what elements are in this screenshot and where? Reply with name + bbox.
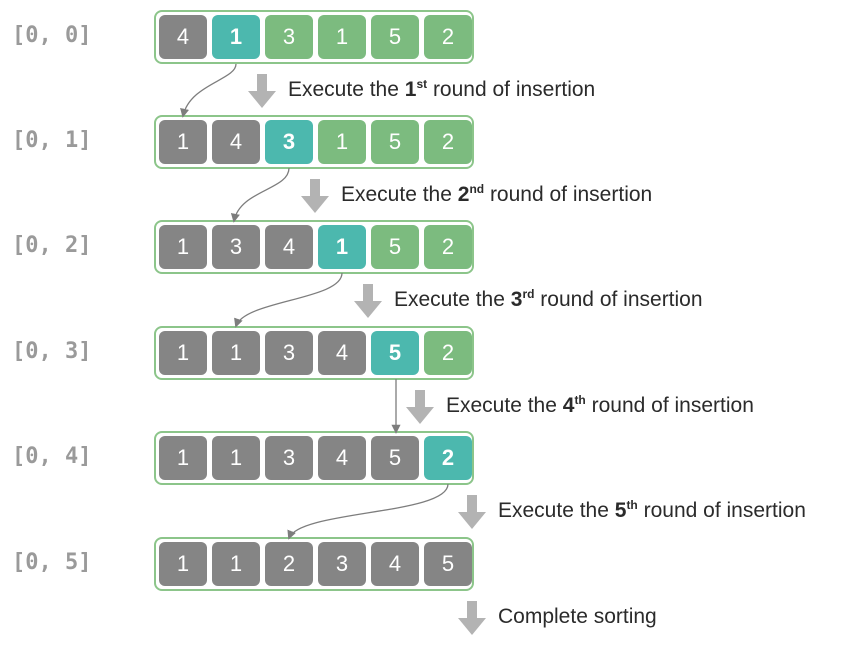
array-cell: 3 xyxy=(212,225,260,269)
range-label: [0, 3] xyxy=(12,339,92,364)
array-cell: 1 xyxy=(212,15,260,59)
step-caption-prefix: Execute the xyxy=(446,394,563,417)
array-cell: 4 xyxy=(371,542,419,586)
array-cell: 1 xyxy=(212,436,260,480)
insertion-curve-arrow-icon xyxy=(230,167,290,223)
array-cell: 1 xyxy=(212,542,260,586)
step-caption-prefix: Execute the xyxy=(394,288,511,311)
step-round-number: 1 xyxy=(404,78,417,101)
step-caption: Execute the 2nd round of insertion xyxy=(341,182,652,208)
array-cell: 1 xyxy=(159,225,207,269)
step-caption: Execute the 3rd round of insertion xyxy=(394,287,703,313)
step-caption: Execute the 5th round of insertion xyxy=(498,498,806,524)
step-caption-suffix: round of insertion xyxy=(427,78,596,101)
array-cell: 4 xyxy=(159,15,207,59)
step-caption: Execute the 1st round of insertion xyxy=(288,77,595,103)
step-caption: Complete sorting xyxy=(498,604,657,630)
range-label: [0, 1] xyxy=(12,128,92,153)
down-arrow-icon xyxy=(458,495,486,529)
range-label: [0, 4] xyxy=(12,444,92,469)
step-caption-prefix: Complete sorting xyxy=(498,605,657,628)
step-round-number: 2 xyxy=(457,183,470,206)
range-label: [0, 2] xyxy=(12,233,92,258)
insertion-curve-arrow-icon xyxy=(287,483,449,540)
array-cell: 4 xyxy=(265,225,313,269)
array-cell: 5 xyxy=(371,15,419,59)
array-cell: 1 xyxy=(159,542,207,586)
array-cell: 3 xyxy=(265,15,313,59)
array-cell: 1 xyxy=(159,436,207,480)
step-round-suffix: th xyxy=(626,498,638,512)
array-cell: 3 xyxy=(265,331,313,375)
array-cell: 5 xyxy=(424,542,472,586)
step-caption-prefix: Execute the xyxy=(288,78,405,101)
array-cell: 3 xyxy=(265,120,313,164)
step-caption-suffix: round of insertion xyxy=(484,183,653,206)
step-caption-suffix: round of insertion xyxy=(534,288,703,311)
step-caption: Execute the 4th round of insertion xyxy=(446,393,754,419)
array-cell: 3 xyxy=(318,542,366,586)
array-cell: 1 xyxy=(318,15,366,59)
array-cell: 2 xyxy=(424,331,472,375)
array-cell: 3 xyxy=(265,436,313,480)
step-caption-suffix: round of insertion xyxy=(637,499,806,522)
array-cell: 5 xyxy=(371,225,419,269)
array-cell: 2 xyxy=(265,542,313,586)
down-arrow-icon xyxy=(354,284,382,318)
array-cell: 1 xyxy=(159,331,207,375)
down-arrow-icon xyxy=(406,390,434,424)
step-caption-prefix: Execute the xyxy=(498,499,615,522)
array-cell: 1 xyxy=(159,120,207,164)
step-round-number: 4 xyxy=(562,394,575,417)
down-arrow-icon xyxy=(301,179,329,213)
array-cell: 2 xyxy=(424,120,472,164)
array-cell: 5 xyxy=(371,436,419,480)
array-cell: 4 xyxy=(212,120,260,164)
down-arrow-icon xyxy=(458,601,486,635)
array-cell: 5 xyxy=(371,120,419,164)
array-cell: 1 xyxy=(318,120,366,164)
step-round-suffix: rd xyxy=(522,287,535,301)
array-cell: 1 xyxy=(212,331,260,375)
array-cell: 2 xyxy=(424,225,472,269)
range-label: [0, 0] xyxy=(12,23,92,48)
array-cell: 4 xyxy=(318,436,366,480)
down-arrow-icon xyxy=(248,74,276,108)
step-round-suffix: st xyxy=(416,77,428,91)
range-label: [0, 5] xyxy=(12,550,92,575)
insertion-curve-arrow-icon xyxy=(180,63,237,118)
step-round-number: 5 xyxy=(614,499,627,522)
step-caption-prefix: Execute the xyxy=(341,183,458,206)
array-cell: 5 xyxy=(371,331,419,375)
step-round-number: 3 xyxy=(510,288,523,311)
array-cell: 4 xyxy=(318,331,366,375)
insertion-curve-arrow-icon xyxy=(234,272,343,328)
array-cell: 2 xyxy=(424,436,472,480)
step-round-suffix: nd xyxy=(469,182,485,196)
step-caption-suffix: round of insertion xyxy=(585,394,754,417)
array-cell: 2 xyxy=(424,15,472,59)
array-cell: 1 xyxy=(318,225,366,269)
step-round-suffix: th xyxy=(574,393,586,407)
